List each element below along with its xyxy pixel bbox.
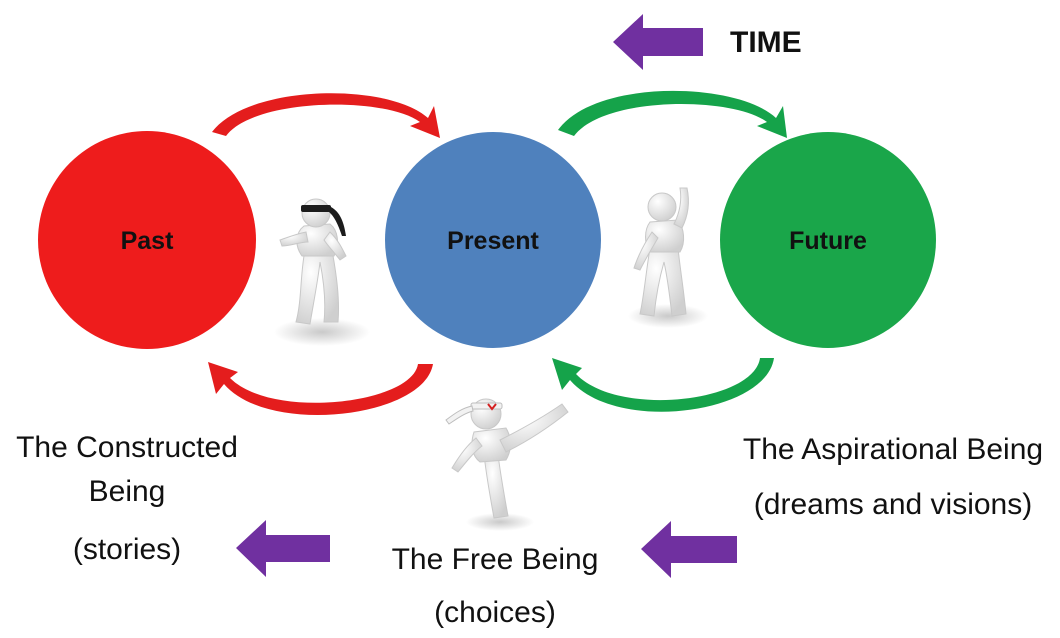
figure-high-kick (445, 398, 569, 531)
time-label: TIME (730, 26, 802, 59)
caption-constructed-line2: Being (88, 475, 166, 508)
caption-free-line2: (choices) (434, 596, 556, 629)
past-label: Past (121, 227, 174, 255)
time-arrow (613, 14, 703, 70)
caption-aspirational-line1: The Aspirational Being (742, 433, 1044, 466)
present-node (385, 132, 601, 348)
left-arrow-constructed (236, 520, 330, 577)
future-top-arc (558, 90, 787, 138)
present-label: Present (447, 227, 539, 255)
caption-constructed-line3: (stories) (72, 533, 182, 566)
caption-free-line1: The Free Being (391, 543, 599, 576)
caption-constructed-line1: The Constructed (16, 431, 238, 464)
left-arrow-free (641, 521, 737, 578)
past-bottom-arc (208, 362, 433, 416)
past-top-arc (212, 93, 440, 138)
figure-fighting-stance (274, 198, 370, 346)
figure-pointing-up (628, 187, 708, 328)
future-node (720, 132, 936, 348)
caption-aspirational-line2: (dreams and visions) (753, 488, 1033, 521)
past-node (38, 131, 256, 349)
future-label: Future (789, 227, 867, 255)
future-bottom-arc (552, 358, 774, 412)
